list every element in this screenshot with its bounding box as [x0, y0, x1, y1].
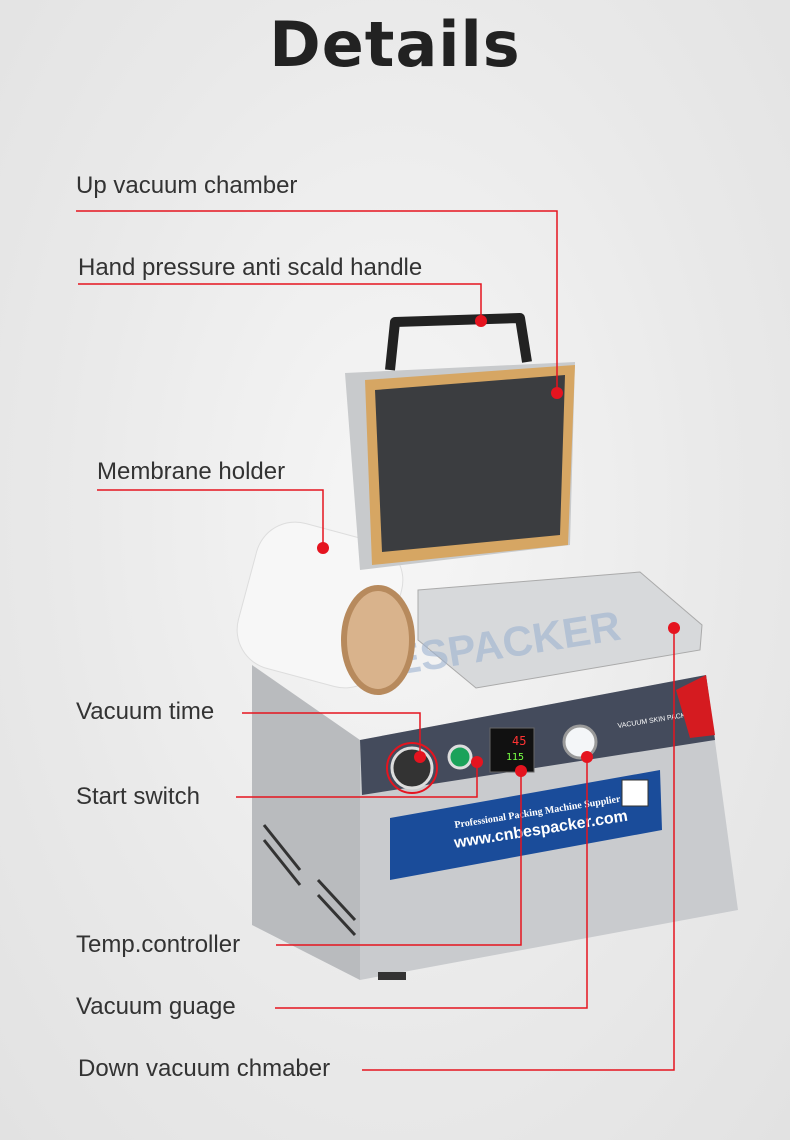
- timer-highlight: [386, 742, 438, 794]
- lid-pad: [375, 375, 565, 552]
- roll-core: [341, 585, 415, 695]
- control-panel: [360, 675, 715, 795]
- timer-knob: [390, 746, 434, 790]
- foot: [378, 972, 406, 980]
- label-handle: Hand pressure anti scald handle: [78, 254, 423, 281]
- display-top: 45: [512, 734, 526, 748]
- page-title: Details: [269, 8, 521, 81]
- label-vacuum-time: Vacuum time: [76, 698, 215, 725]
- vacuum-gauge-dial: [562, 724, 598, 760]
- label-up-vacuum-chamber: Up vacuum chamber: [76, 172, 298, 199]
- temp-display: [489, 727, 535, 773]
- start-button: [447, 744, 473, 770]
- label-start-switch: Start switch: [76, 783, 201, 810]
- machine-body: [252, 665, 360, 980]
- brand-swoosh: [676, 675, 715, 738]
- label-down-vacuum-chamber: Down vacuum chmaber: [78, 1055, 331, 1082]
- label-vacuum-gauge: Vacuum guage: [76, 993, 236, 1020]
- label-membrane-holder: Membrane holder: [97, 458, 286, 485]
- marker-dots: [317, 315, 680, 777]
- leader-lines: [76, 210, 675, 1071]
- qr-code: [621, 779, 649, 807]
- lower-chamber: [417, 571, 703, 689]
- vents: [262, 824, 357, 937]
- display-bottom: 115: [506, 752, 524, 763]
- handle-icon: [385, 313, 532, 371]
- banner: [390, 770, 662, 880]
- label-temp-controller: Temp.controller: [76, 931, 241, 958]
